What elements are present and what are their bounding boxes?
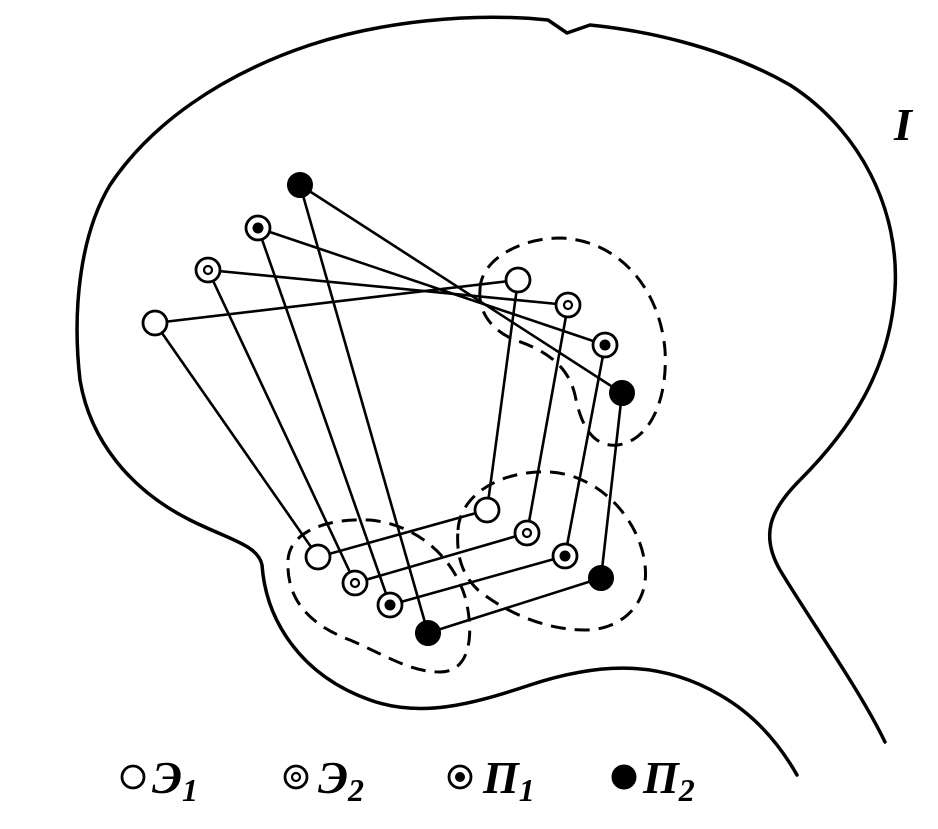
legend-label-p2: П2 (642, 752, 695, 808)
edge-p2-left-bottom-left (298, 183, 430, 635)
ring-circle-icon (283, 764, 309, 790)
edge-p2-left-top-right (298, 183, 624, 395)
node-p1-bottom-right (551, 542, 579, 570)
edge-p2-top-right-bottom-right (599, 391, 624, 580)
legend-letter: П (482, 752, 520, 803)
node-e1-top-right (504, 266, 532, 294)
legend-label-e2: Э2 (318, 752, 364, 808)
legend: Э1 Э2 П1 П2 (120, 752, 695, 808)
edge-e1-top-right-bottom-right (485, 278, 520, 512)
node-p1-top-right (591, 331, 619, 359)
nodes-top-right (504, 266, 635, 406)
edge-p1-bottom-left-bottom-right (388, 554, 567, 607)
legend-item-p1: П1 (447, 752, 535, 808)
edges-bottom-left-to-bottom-right (316, 508, 603, 635)
node-p2-bottom-left (415, 620, 441, 646)
edges-top-right-to-bottom-right (485, 278, 624, 580)
region-label: I (893, 99, 914, 150)
legend-letter: П (642, 752, 680, 803)
zone-bottom-right (456, 470, 648, 632)
node-p1-bottom-left (376, 591, 404, 619)
edge-e2-left-top-right (206, 268, 570, 307)
zone-bottom-left (286, 518, 472, 674)
node-e2-bottom-right (513, 519, 541, 547)
zone-top-right (478, 236, 667, 447)
node-e1-left (141, 309, 169, 337)
edge-e2-top-right-bottom-right (525, 303, 570, 535)
edge-e2-bottom-left-bottom-right (353, 531, 529, 585)
nodes-bottom-right (473, 496, 614, 591)
legend-subscript: 2 (347, 772, 364, 808)
edge-e1-left-bottom-left (153, 321, 320, 559)
node-e1-bottom-left (304, 543, 332, 571)
node-e1-bottom-right (473, 496, 501, 524)
filled-circle-icon (611, 764, 637, 790)
dot-circle-icon (447, 764, 473, 790)
legend-subscript: 2 (678, 772, 695, 808)
legend-item-e2: Э2 (283, 752, 364, 808)
legend-item-p2: П2 (611, 752, 695, 808)
edge-e1-bottom-left-bottom-right (316, 508, 489, 559)
node-p1-left (244, 214, 272, 242)
node-p2-top-right (609, 380, 635, 406)
edge-p1-left-top-right (256, 226, 607, 347)
edge-p2-bottom-left-bottom-right (426, 576, 603, 635)
node-e2-top-right (554, 291, 582, 319)
legend-label-p1: П1 (482, 752, 535, 808)
nodes-bottom-left (304, 543, 441, 646)
legend-subscript: 1 (182, 772, 198, 808)
edge-e2-left-bottom-left (206, 268, 357, 585)
nodes-left (141, 172, 313, 337)
node-e2-bottom-left (341, 569, 369, 597)
legend-letter: Э (152, 752, 182, 803)
legend-label-e1: Э1 (152, 752, 198, 808)
edges-left-to-top-right (153, 183, 624, 395)
node-p2-bottom-right (588, 565, 614, 591)
node-e2-left (194, 256, 222, 284)
region-outline (75, 15, 898, 777)
open-circle-icon (120, 764, 146, 790)
legend-item-e1: Э1 (120, 752, 198, 808)
legend-letter: Э (318, 752, 348, 803)
legend-subscript: 1 (519, 772, 535, 808)
node-p2-left (287, 172, 313, 198)
edges-left-to-bottom-left (153, 183, 430, 635)
edge-p1-top-right-bottom-right (563, 343, 607, 558)
